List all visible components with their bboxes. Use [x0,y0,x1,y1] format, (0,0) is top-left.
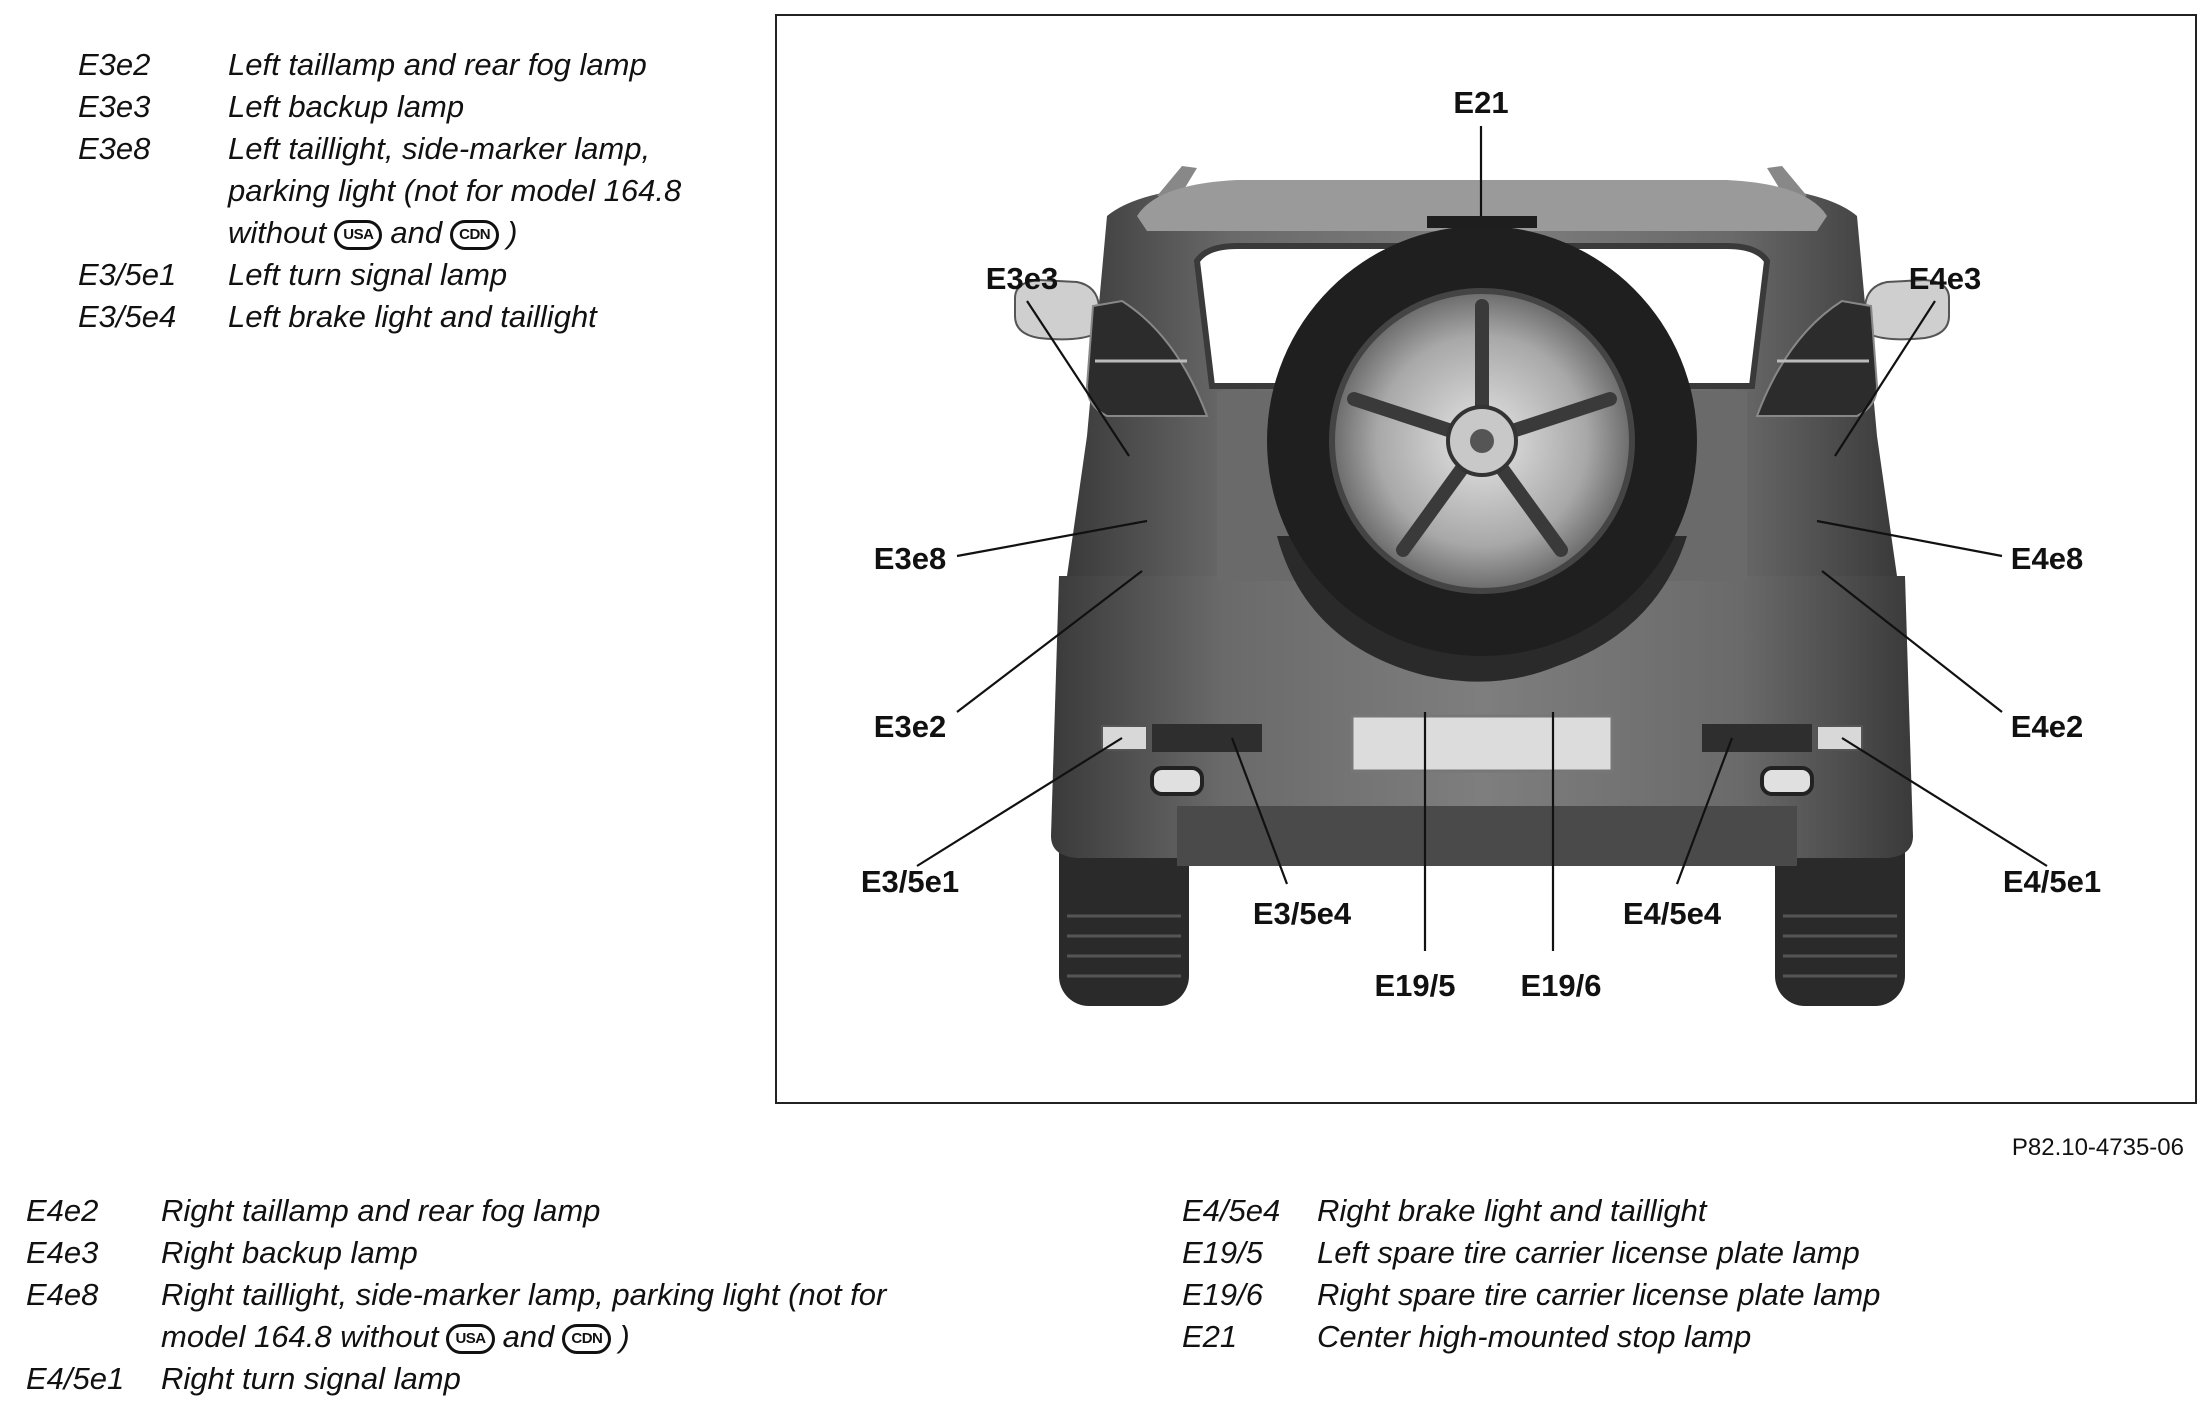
legend-row: E3e8 Left taillight, side-marker lamp, [78,128,748,170]
legend-bottom-left: E4e2 Right taillamp and rear fog lamp E4e… [26,1190,1061,1400]
callout-e35e1: E3/5e1 [861,864,959,899]
vehicle-rear-diagram: E21 E3e3 E4e3 E3e8 E4e8 E3e2 E4e2 E3/5e1… [861,85,2101,1006]
callout-leaders [916,126,2048,951]
callout-e45e4: E4/5e4 [1623,896,1722,931]
cdn-badge-icon: CDN [450,219,500,250]
legend-code: E4e3 [26,1235,99,1270]
figure-reference-number: P82.10-4735-06 [2011,1134,2184,1161]
callout-e3e2: E3e2 [874,709,946,744]
callout-e45e1: E4/5e1 [2003,864,2101,899]
callout-e4e8: E4e8 [2011,541,2083,576]
legend-row: E4e3 Right backup lamp [26,1232,1061,1274]
legend-desc: Right taillamp and rear fog lamp [161,1193,601,1228]
legend-desc: Right spare tire carrier license plate l… [1317,1277,1881,1312]
legend-row: E19/6 Right spare tire carrier license pl… [1182,1274,1880,1316]
legend-code: E19/6 [1182,1277,1264,1312]
legend-desc: Left turn signal lamp [228,257,508,292]
legend-desc: Right taillight, side-marker lamp, parki… [161,1277,887,1312]
legend-row: E21 Center high-mounted stop lamp [1182,1316,1880,1358]
callout-e196: E19/6 [1520,968,1601,1003]
legend-desc: Left backup lamp [228,89,465,124]
callout-e3e8: E3e8 [874,541,946,576]
legend-code: E21 [1182,1319,1238,1354]
legend-row: E3/5e1 Left turn signal lamp [78,254,748,296]
legend-code: E3e3 [78,89,151,124]
legend-code: E3/5e1 [78,257,177,292]
legend-code: E4/5e4 [1182,1193,1281,1228]
legend-desc: Right brake light and taillight [1317,1193,1707,1228]
legend-row: E3/5e4 Left brake light and taillight [78,296,748,338]
right-exhaust-tip [1760,766,1814,796]
roof-rail-left [1157,166,1197,201]
legend-desc: Left taillight, side-marker lamp, [228,131,651,166]
callout-e3e3: E3e3 [986,261,1058,296]
legend-code: E3/5e4 [78,299,177,334]
callout-e195: E19/5 [1374,968,1455,1003]
legend-bottom-right: E4/5e4 Right brake light and taillight E1… [1182,1190,1880,1358]
legend-row: E19/5 Left spare tire carrier license pla… [1182,1232,1880,1274]
legend-code: E19/5 [1182,1235,1264,1270]
legend-desc-part: and [390,215,443,250]
legend-desc: Center high-mounted stop lamp [1317,1319,1752,1354]
legend-code: E3e8 [78,131,151,166]
vehicle-rear-view-figure: E21 E3e3 E4e3 E3e8 E4e8 E3e2 E4e2 E3/5e1… [775,14,2197,1104]
legend-row: E4/5e4 Right brake light and taillight [1182,1190,1880,1232]
legend-code: E4e8 [26,1277,99,1312]
legend-code [26,1316,161,1358]
left-bumper-reflector [1152,724,1262,752]
legend-desc: Left brake light and taillight [228,299,597,334]
legend-code: E4/5e1 [26,1361,125,1396]
legend-row: E3e3 Left backup lamp [78,86,748,128]
legend-desc: Right backup lamp [161,1235,418,1270]
legend-desc: Right turn signal lamp [161,1361,461,1396]
legend-desc: Left spare tire carrier license plate la… [1317,1235,1860,1270]
legend-desc-part: model 164.8 without [161,1319,439,1354]
legend-desc-part: ) [619,1319,630,1354]
legend-row: E4e8 Right taillight, side-marker lamp, p… [26,1274,1061,1316]
legend-desc-part: ) [507,215,518,250]
callout-e35e4: E3/5e4 [1253,896,1352,931]
legend-row: E4e2 Right taillamp and rear fog lamp [26,1190,1061,1232]
left-turn-signal-lamp [1101,725,1148,751]
legend-code [78,212,228,254]
left-tail-lamp [1085,299,1209,417]
callout-e4e3: E4e3 [1909,261,1981,296]
license-plate [1350,714,1614,773]
legend-code: E3e2 [78,47,151,82]
left-exhaust-tip [1150,766,1204,796]
roof-rail-right [1767,166,1807,201]
usa-badge-icon: USA [446,1323,495,1354]
legend-row: E3e2 Left taillamp and rear fog lamp [78,44,748,86]
legend-row: E4/5e1 Right turn signal lamp [26,1358,1061,1400]
right-bumper-reflector [1702,724,1812,752]
legend-desc: Left taillamp and rear fog lamp [228,47,647,82]
callout-e21: E21 [1453,85,1508,120]
legend-top: E3e2 Left taillamp and rear fog lamp E3e3… [78,44,748,338]
tire-tread [1067,914,1897,978]
cdn-badge-icon: CDN [562,1323,612,1354]
legend-desc-part: without [228,215,327,250]
usa-badge-icon: USA [334,219,383,250]
legend-desc: parking light (not for model 164.8 [228,173,682,208]
legend-code [78,170,228,212]
lower-valance [1177,806,1797,866]
legend-row: parking light (not for model 164.8 [78,170,748,212]
spare-tire [1267,226,1697,682]
callout-e4e2: E4e2 [2011,709,2083,744]
right-tail-lamp [1755,299,1879,417]
high-mount-stop-lamp [1427,216,1537,228]
legend-desc-part: and [502,1319,555,1354]
legend-code: E4e2 [26,1193,99,1228]
